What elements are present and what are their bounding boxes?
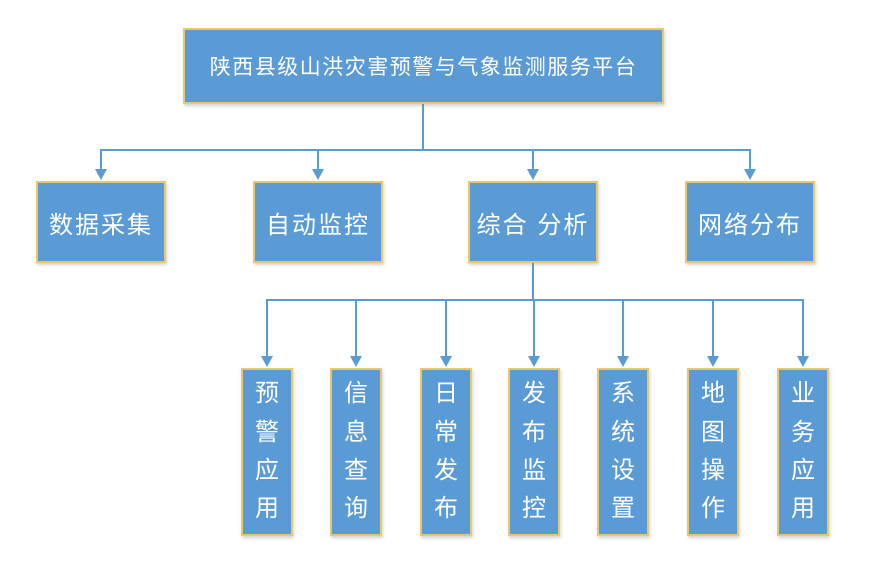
node-network-distribution: 网络分布 bbox=[685, 181, 815, 263]
node-platform-root-label: 陕西县级山洪灾害预警与气象监测服务平台 bbox=[209, 56, 638, 79]
node-auto-monitoring: 自动监控 bbox=[253, 181, 383, 263]
arrow-down-icons-level3 bbox=[261, 356, 809, 367]
node-system-settings-label: 系统设置 bbox=[611, 380, 635, 523]
node-business-application: 业务应用 bbox=[777, 368, 829, 536]
node-daily-release: 日常发布 bbox=[420, 368, 472, 536]
node-map-operation: 地图操作 bbox=[687, 368, 739, 536]
node-system-settings: 系统设置 bbox=[597, 368, 649, 536]
node-data-collection-label: 数据采集 bbox=[49, 211, 153, 239]
node-platform-root: 陕西县级山洪灾害预警与气象监测服务平台 bbox=[183, 28, 664, 104]
node-comprehensive-analysis: 综合 分析 bbox=[468, 181, 598, 263]
node-release-monitoring: 发布监控 bbox=[508, 368, 560, 536]
node-release-monitoring-label: 发布监控 bbox=[522, 380, 546, 523]
node-info-query: 信息查询 bbox=[330, 368, 382, 536]
node-comprehensive-analysis-label: 综合 分析 bbox=[476, 211, 590, 239]
node-data-collection: 数据采集 bbox=[36, 181, 166, 263]
connector-root-to-level2 bbox=[100, 104, 751, 170]
node-network-distribution-label: 网络分布 bbox=[698, 211, 802, 239]
node-warning-application-label: 预警应用 bbox=[255, 380, 279, 523]
node-info-query-label: 信息查询 bbox=[344, 380, 368, 523]
arrow-down-icons-level2 bbox=[95, 169, 756, 180]
node-auto-monitoring-label: 自动监控 bbox=[266, 211, 370, 239]
node-business-application-label: 业务应用 bbox=[791, 380, 815, 523]
node-warning-application: 预警应用 bbox=[241, 368, 293, 536]
node-map-operation-label: 地图操作 bbox=[701, 380, 725, 523]
node-daily-release-label: 日常发布 bbox=[434, 380, 458, 523]
connector-analysis-to-level3 bbox=[266, 263, 804, 357]
